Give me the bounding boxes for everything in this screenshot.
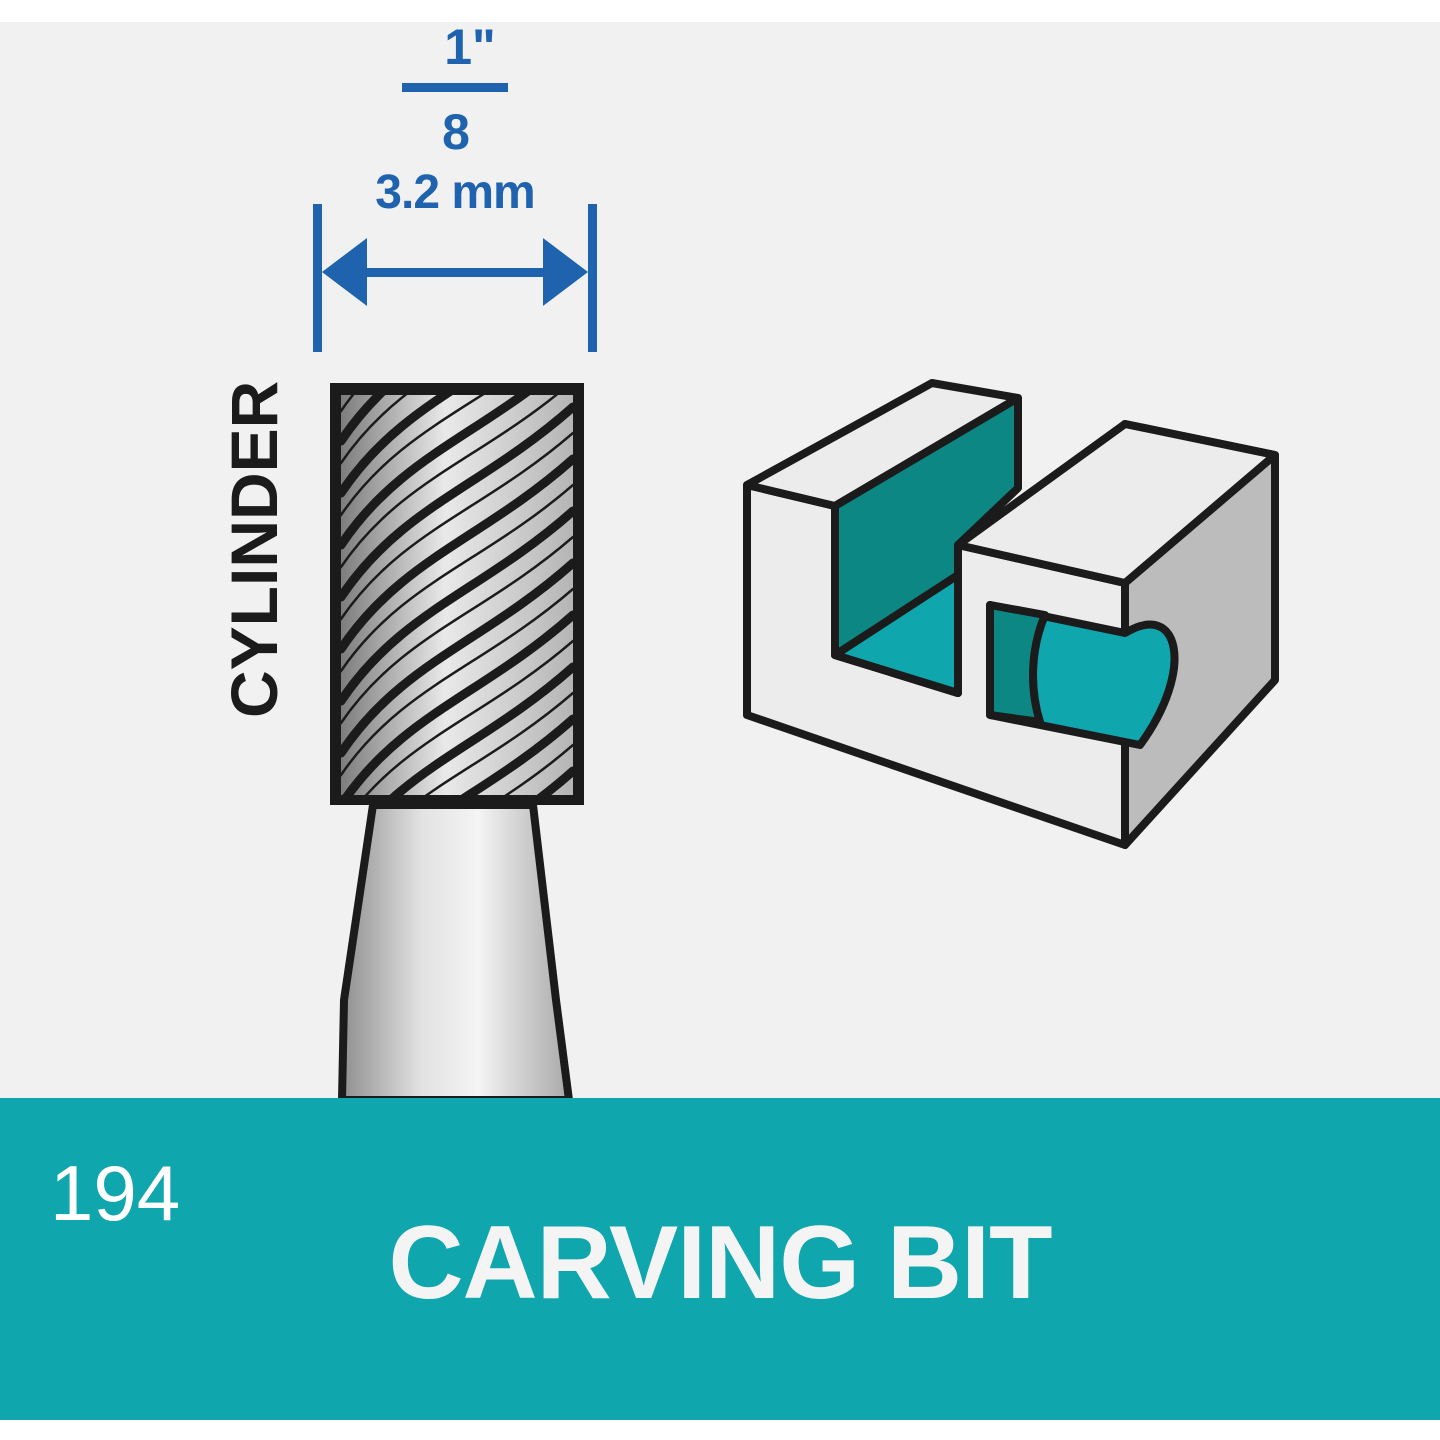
bottom-strip [0,1420,1440,1440]
flute-edge [341,535,573,725]
flute-groove [341,402,573,602]
carved-block-icon [743,379,1279,849]
flute-edge [341,395,408,465]
flute-edge [341,395,559,569]
flute-edge [341,431,573,621]
dimension-arrow-icon [313,204,597,352]
flute-groove [389,662,573,795]
dimension-fraction-denominator: 8 [442,104,470,160]
flute-groove [341,395,531,550]
product-name: CARVING BIT [388,1205,1052,1321]
dimension-fraction-numerator: 1" [444,19,496,75]
flute-groove [341,395,453,498]
flute-edge [341,395,485,517]
flute-groove [342,610,573,795]
product-banner [0,1098,1440,1420]
flute-groove [341,558,573,758]
fraction-bar [402,83,508,92]
shape-label: CYLINDER [217,381,291,718]
product-number: 194 [50,1149,180,1237]
flute-groove [460,714,573,795]
flute-groove [341,454,573,654]
flute-edge [341,587,573,777]
flute-edge [504,743,573,795]
flute-groove [341,506,573,706]
dimension-annotation: 1" 8 3.2 mm [313,19,597,352]
dimension-metric: 3.2 mm [375,166,534,219]
flute-edge [424,691,573,795]
flute-edge [364,639,573,795]
flute-edge [341,483,573,673]
flute-groove [341,395,386,446]
